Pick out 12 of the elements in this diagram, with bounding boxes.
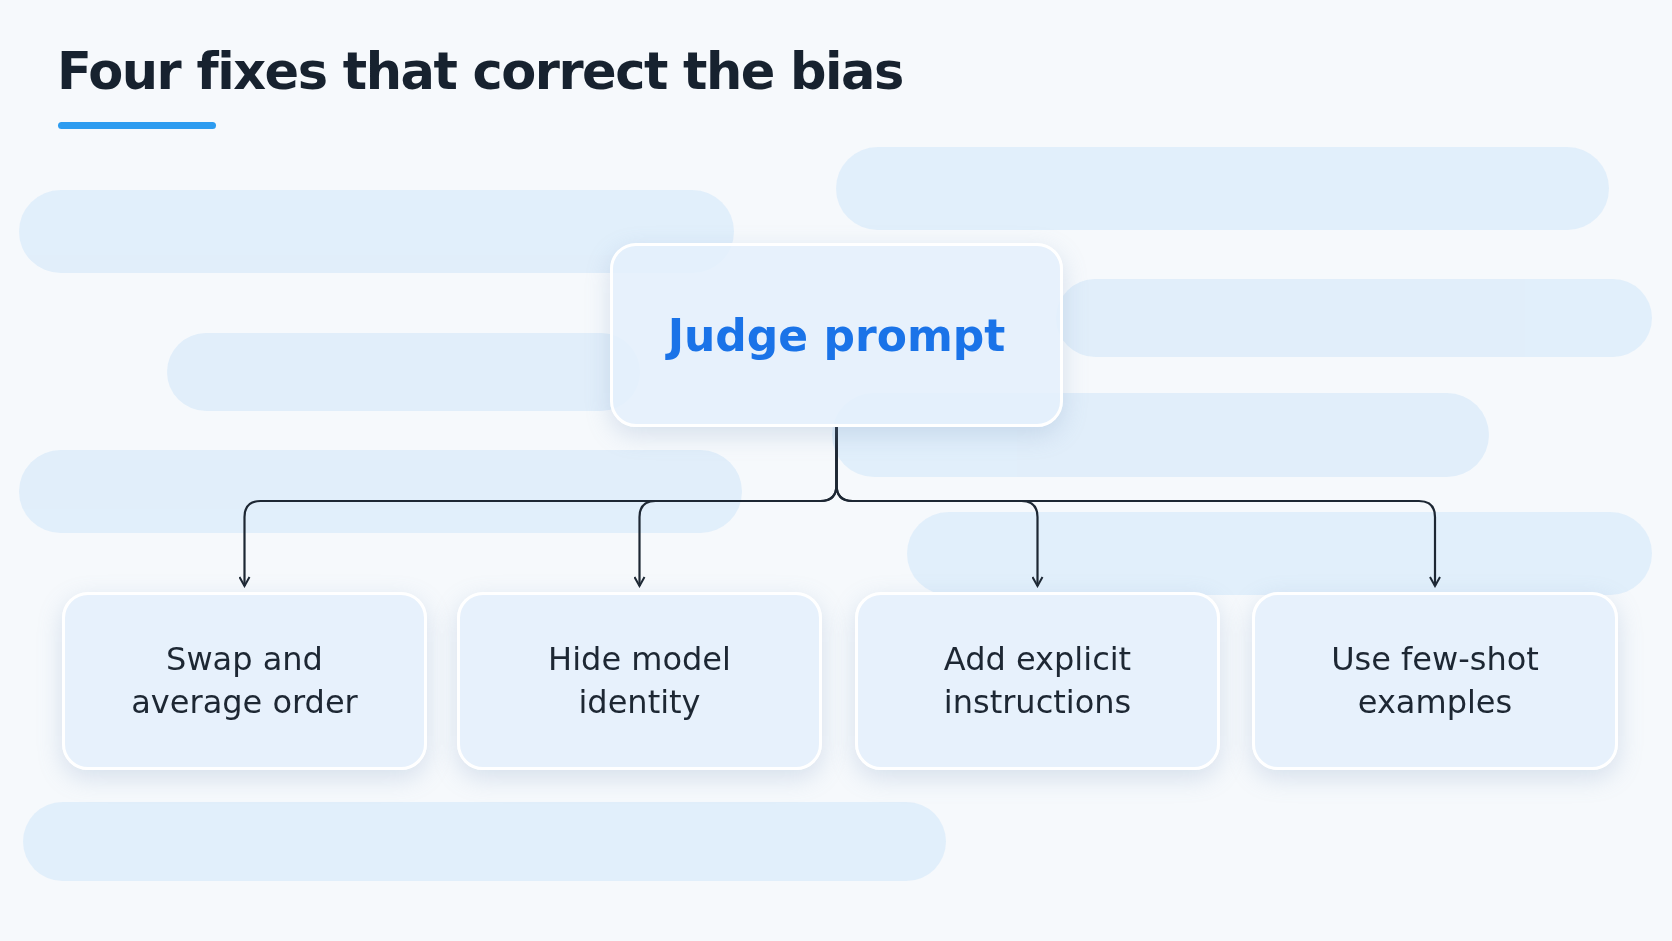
arrow [835,427,1441,587]
fix-box [855,592,1220,770]
fix-box [1252,592,1618,770]
node-text: Hide model identity [547,638,732,723]
node-text: Use few-shot examples [1330,638,1540,723]
title: Four fixes that correct the bias [57,42,903,101]
node-text: Judge prompt [667,309,1006,361]
node-text: Add explicit instructions [942,638,1133,723]
fix-box [457,592,822,770]
node-text: Swap and average order [130,638,359,723]
fix-box [62,592,427,770]
prompt-box [610,243,1063,427]
